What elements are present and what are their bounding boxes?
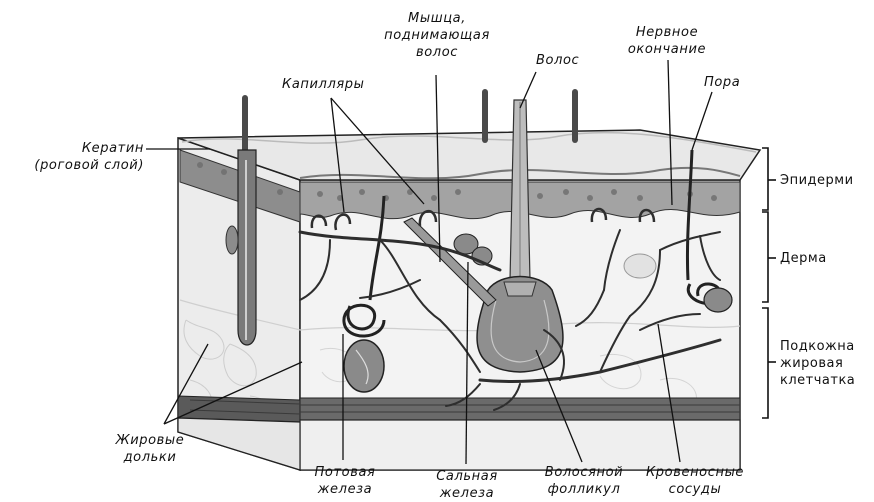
main-hair <box>510 100 530 280</box>
label-pore: Пора <box>704 74 740 91</box>
label-hair-follicle: Волосяной фолликул <box>534 464 634 498</box>
label-blood-vessels: Кровеносные сосуды <box>638 464 752 498</box>
label-nerve-ending: Нервное окончание <box>612 24 722 58</box>
label-dermis: Дерма <box>780 250 827 267</box>
label-capillaries: Капилляры <box>282 76 365 93</box>
label-sweat-gland: Потовая железа <box>300 464 390 498</box>
label-fat-lobules: Жировые дольки <box>100 432 200 466</box>
label-subcutaneous: Подкожна жировая клетчатка <box>780 338 855 389</box>
label-keratin: Кератин (роговой слой) <box>4 140 144 174</box>
label-epidermis: Эпидерми <box>780 172 854 189</box>
nerve-receptor <box>624 254 656 278</box>
label-hair: Волос <box>536 52 579 69</box>
main-hair-follicle <box>477 277 563 373</box>
label-muscle: Мышца, поднимающая волос <box>362 10 512 61</box>
label-sebaceous-gland: Сальная железа <box>422 468 512 502</box>
bottom-band-front <box>300 398 740 420</box>
layer-brackets <box>762 148 776 418</box>
